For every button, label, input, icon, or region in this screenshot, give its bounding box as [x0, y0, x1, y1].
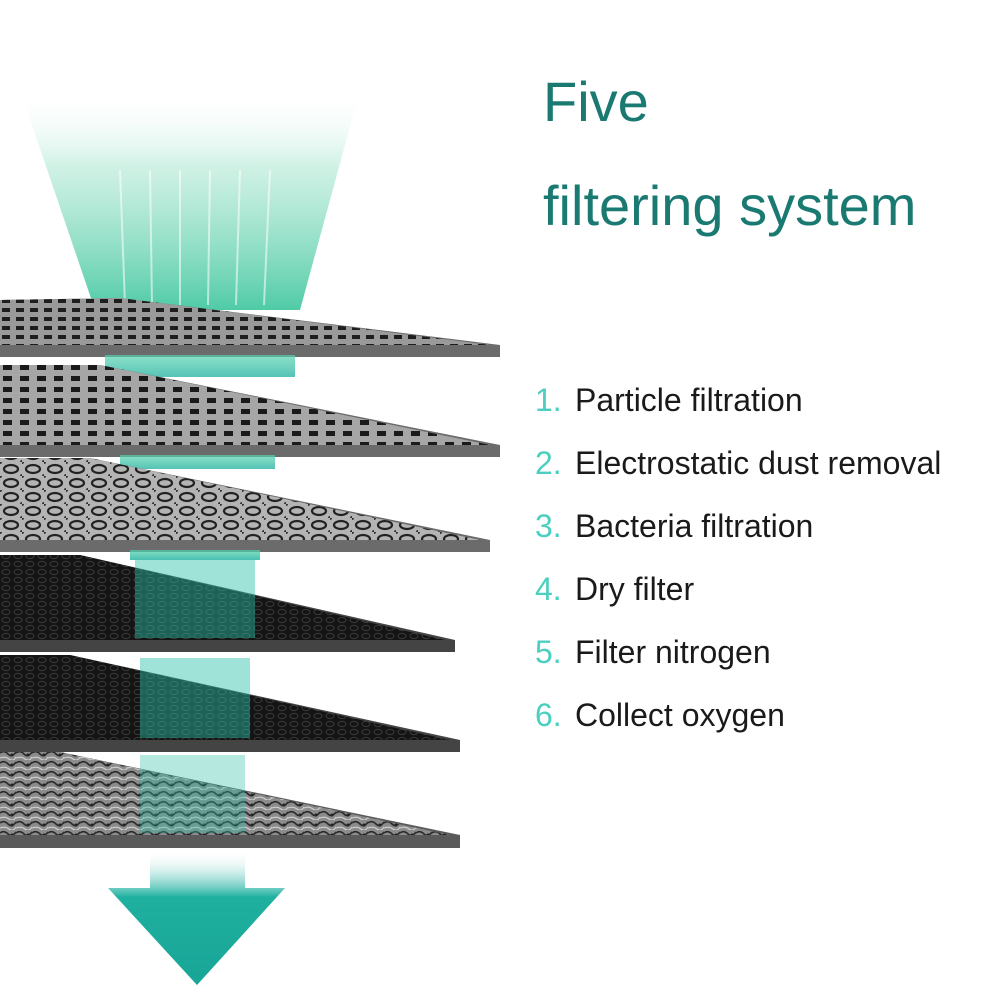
down-arrow-icon — [108, 850, 285, 985]
airflow-stream-icon — [20, 90, 360, 310]
particle-filter-layer — [0, 298, 500, 357]
filter-steps-list: 1. Particle filtration 2. Electrostatic … — [535, 368, 941, 746]
list-item: 4. Dry filter — [535, 557, 941, 620]
list-item: 5. Filter nitrogen — [535, 620, 941, 683]
filter-layers-illustration — [0, 90, 500, 985]
step-number: 3. — [535, 507, 562, 544]
bacteria-filter-layer — [0, 458, 490, 552]
step-label: Particle filtration — [575, 381, 803, 418]
step-number: 1. — [535, 381, 562, 418]
airflow-stream-icon — [105, 355, 295, 377]
oxygen-collector-layer — [0, 752, 460, 848]
step-number: 5. — [535, 633, 562, 670]
title-line-2: filtering system — [543, 174, 917, 237]
step-label: Collect oxygen — [575, 696, 785, 733]
step-number: 4. — [535, 570, 562, 607]
airflow-stream-icon — [120, 455, 275, 469]
airflow-stream-icon — [130, 550, 260, 560]
step-label: Bacteria filtration — [575, 507, 814, 544]
nitrogen-filter-layer — [0, 655, 460, 752]
list-item: 1. Particle filtration — [535, 368, 941, 431]
step-number: 6. — [535, 696, 562, 733]
dry-filter-layer — [0, 555, 455, 652]
step-number: 2. — [535, 444, 562, 481]
step-label: Filter nitrogen — [575, 633, 771, 670]
title-line-1: Five — [543, 70, 649, 133]
list-item: 2. Electrostatic dust removal — [535, 431, 941, 494]
list-item: 6. Collect oxygen — [535, 683, 941, 746]
step-label: Electrostatic dust removal — [575, 444, 942, 481]
electrostatic-filter-layer — [0, 365, 500, 457]
step-label: Dry filter — [575, 570, 695, 607]
list-item: 3. Bacteria filtration — [535, 494, 941, 557]
